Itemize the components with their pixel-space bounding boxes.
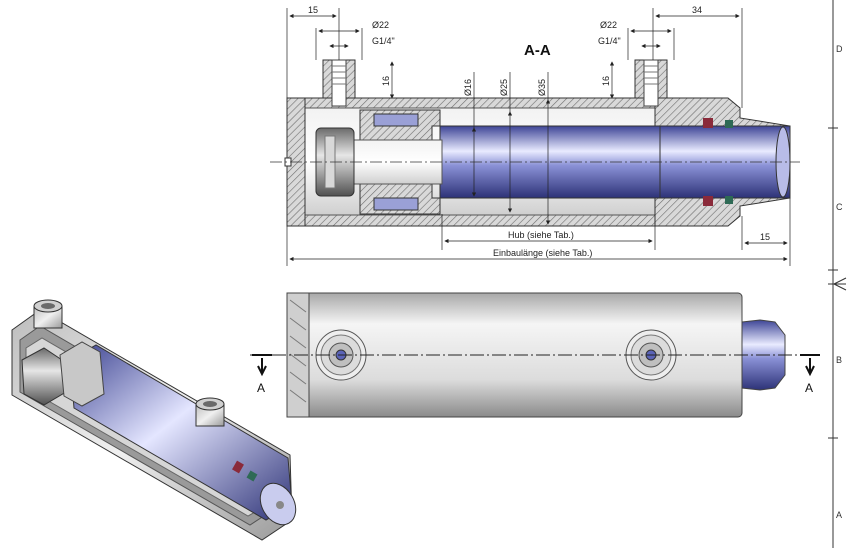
seal-upper bbox=[703, 118, 713, 128]
wiper-lower bbox=[725, 196, 733, 204]
zone-label-a: A bbox=[836, 510, 842, 520]
dim-left-offset: 15 bbox=[308, 5, 318, 15]
dim-tube-dia: Ø35 bbox=[537, 79, 547, 96]
zone-label-c: C bbox=[836, 202, 843, 212]
zone-label-b: B bbox=[836, 355, 842, 365]
dim-right-offset: 34 bbox=[692, 5, 702, 15]
zone-label-d: D bbox=[836, 44, 843, 54]
dim-install-length: Einbaulänge (siehe Tab.) bbox=[493, 248, 592, 258]
dim-stroke: Hub (siehe Tab.) bbox=[508, 230, 574, 240]
dim-port-thread-right: G1/4" bbox=[598, 36, 621, 46]
cut-label-right: A bbox=[805, 381, 813, 395]
dim-rod-extension: 15 bbox=[760, 232, 770, 242]
wiper-upper bbox=[725, 120, 733, 128]
dim-port-depth-right: 16 bbox=[601, 76, 611, 86]
isometric-cutaway bbox=[11, 299, 297, 541]
seal-lower bbox=[703, 196, 713, 206]
cut-marker-left bbox=[252, 354, 272, 377]
cut-label-left: A bbox=[257, 381, 265, 395]
dim-port-thread-left: G1/4" bbox=[372, 36, 395, 46]
dim-piston-dia: Ø25 bbox=[499, 79, 509, 96]
frame-border: D C B A bbox=[828, 0, 847, 548]
side-view: A A bbox=[250, 292, 820, 418]
iso-piston bbox=[59, 341, 105, 407]
cut-marker-right bbox=[800, 354, 820, 377]
section-title: A-A bbox=[524, 42, 551, 59]
dim-rod-dia: Ø16 bbox=[463, 79, 473, 96]
dim-port-dia-right: Ø22 bbox=[600, 20, 617, 30]
projection-symbol bbox=[828, 277, 847, 291]
section-view: A-A bbox=[270, 5, 800, 266]
iso-port-right bbox=[195, 397, 225, 427]
iso-port-left bbox=[33, 299, 63, 329]
dim-port-dia-left: Ø22 bbox=[372, 20, 389, 30]
dim-port-depth-left: 16 bbox=[381, 76, 391, 86]
